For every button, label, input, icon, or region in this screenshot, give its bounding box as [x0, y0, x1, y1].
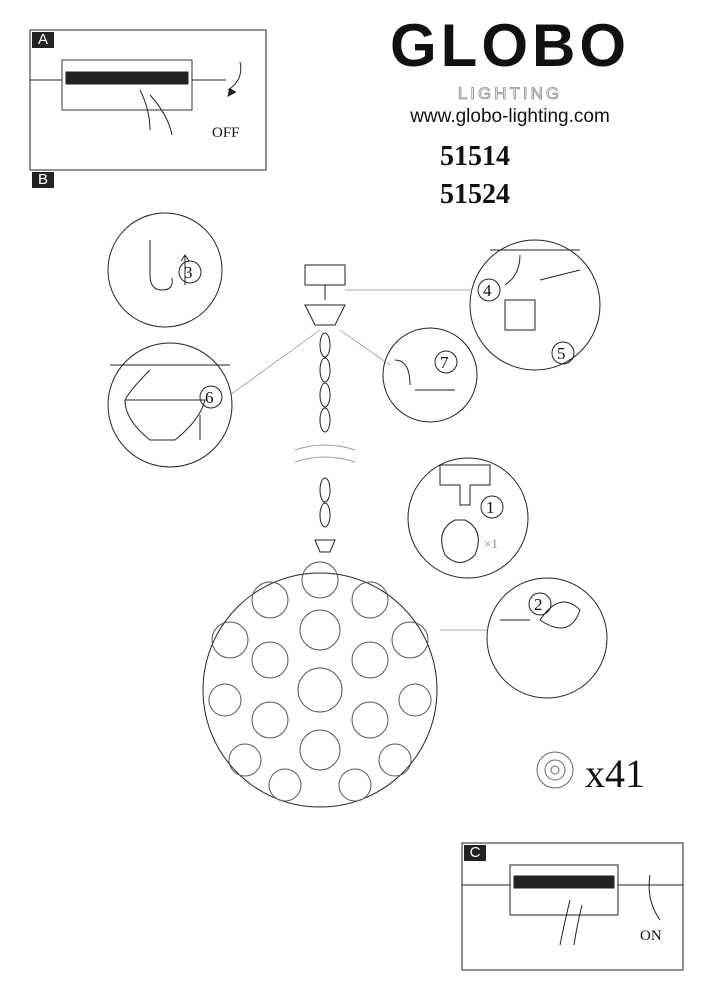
step-2-number: 2 — [534, 595, 543, 614]
panel-b-label: B — [32, 172, 54, 188]
step-4-5-detail — [469, 239, 601, 371]
rose-count: x41 — [585, 751, 645, 796]
arrow-up-icon — [648, 874, 661, 921]
step-5-number: 5 — [557, 344, 566, 363]
step-7-detail — [382, 327, 478, 423]
hook-icon — [149, 240, 173, 291]
panel-c-state: ON — [640, 928, 662, 944]
step-7-number: 7 — [440, 353, 449, 372]
arrow-down-icon — [227, 61, 242, 91]
step-1-number: 1 — [486, 498, 495, 517]
panel-a-state: OFF — [212, 125, 240, 141]
panel-c-frame — [461, 842, 684, 971]
bulb-count: ×1 — [484, 536, 498, 551]
terminal-block-icon — [504, 299, 536, 331]
model-number-2: 51524 — [440, 179, 510, 210]
step-1-detail — [407, 457, 529, 579]
model-number-1: 51514 — [440, 141, 510, 172]
glass-icon — [500, 601, 581, 629]
rose-icon — [536, 751, 574, 789]
chain — [319, 332, 331, 528]
brand-subtitle: LIGHTING — [457, 84, 563, 103]
breaker-c-icon — [462, 864, 683, 946]
rose-decorations — [208, 561, 432, 802]
step-6-number: 6 — [205, 388, 214, 407]
bulb-icon — [439, 464, 491, 563]
brand-logo: GLOBO — [390, 12, 630, 79]
panel-a-frame — [29, 29, 267, 171]
step-6-detail — [107, 342, 233, 468]
step-3-detail — [107, 212, 223, 328]
pendant-lamp — [202, 264, 438, 808]
panel-c-label: C — [464, 845, 486, 861]
step-4-number: 4 — [483, 281, 492, 300]
step-2-detail — [486, 577, 608, 699]
breaker-a-icon — [30, 59, 226, 136]
panel-a-label: A — [32, 32, 54, 48]
brand-url: www.globo-lighting.com — [410, 106, 610, 127]
step-3-number: 3 — [184, 263, 193, 282]
